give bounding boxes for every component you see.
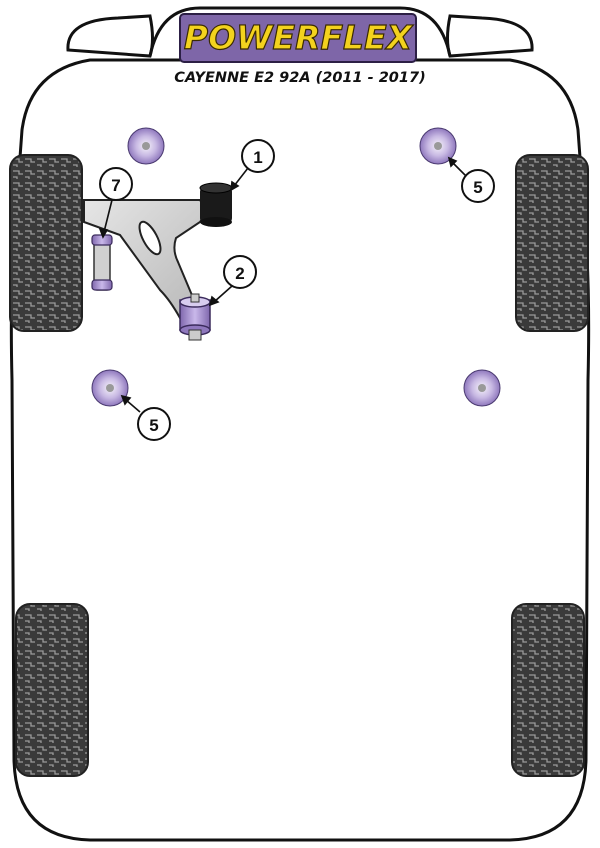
callout-1: 1 [241,139,275,173]
callout-1-label: 1 [253,148,262,167]
purple-bushing [179,293,211,341]
subframe-mount-rear-right [463,369,501,407]
arrowhead-5-left [120,394,132,406]
callout-5-right-label: 5 [473,178,482,197]
arrow-5-right [451,161,467,177]
arrowhead-7 [98,228,109,239]
callout-7: 7 [99,167,133,201]
callout-5-left: 5 [137,407,171,441]
arrow-2 [213,285,233,303]
purple-link-bush [91,234,113,291]
tire-rear-right [511,603,585,777]
arrow-1 [233,167,249,187]
tire-front-right [515,154,589,332]
arrowhead-5-right [447,156,458,168]
tire-rear-left [15,603,89,777]
arrowhead-1 [230,180,240,192]
vehicle-title: CAYENNE E2 92A (2011 - 2017) [174,70,425,86]
subframe-mount-rear-left [91,369,129,407]
black-bushing [199,182,233,227]
logo-text: POWERFLEX [184,18,414,57]
subframe-mount-front-left [127,127,165,165]
callout-7-label: 7 [111,176,120,195]
callout-2-label: 2 [235,264,244,283]
arrowhead-2 [208,295,220,307]
left-mirror-shape [66,14,154,58]
callout-5-left-label: 5 [149,416,158,435]
hood-outline [148,6,452,57]
subframe-mount-front-right [419,127,457,165]
arrow-7 [103,199,113,233]
car-body-outline [9,58,591,842]
powerflex-logo: POWERFLEX [179,13,417,63]
tire-front-left [9,154,83,332]
callout-5-right: 5 [461,169,495,203]
right-mirror-shape [446,14,534,58]
arrow-5-left [125,399,141,413]
callout-2: 2 [223,255,257,289]
